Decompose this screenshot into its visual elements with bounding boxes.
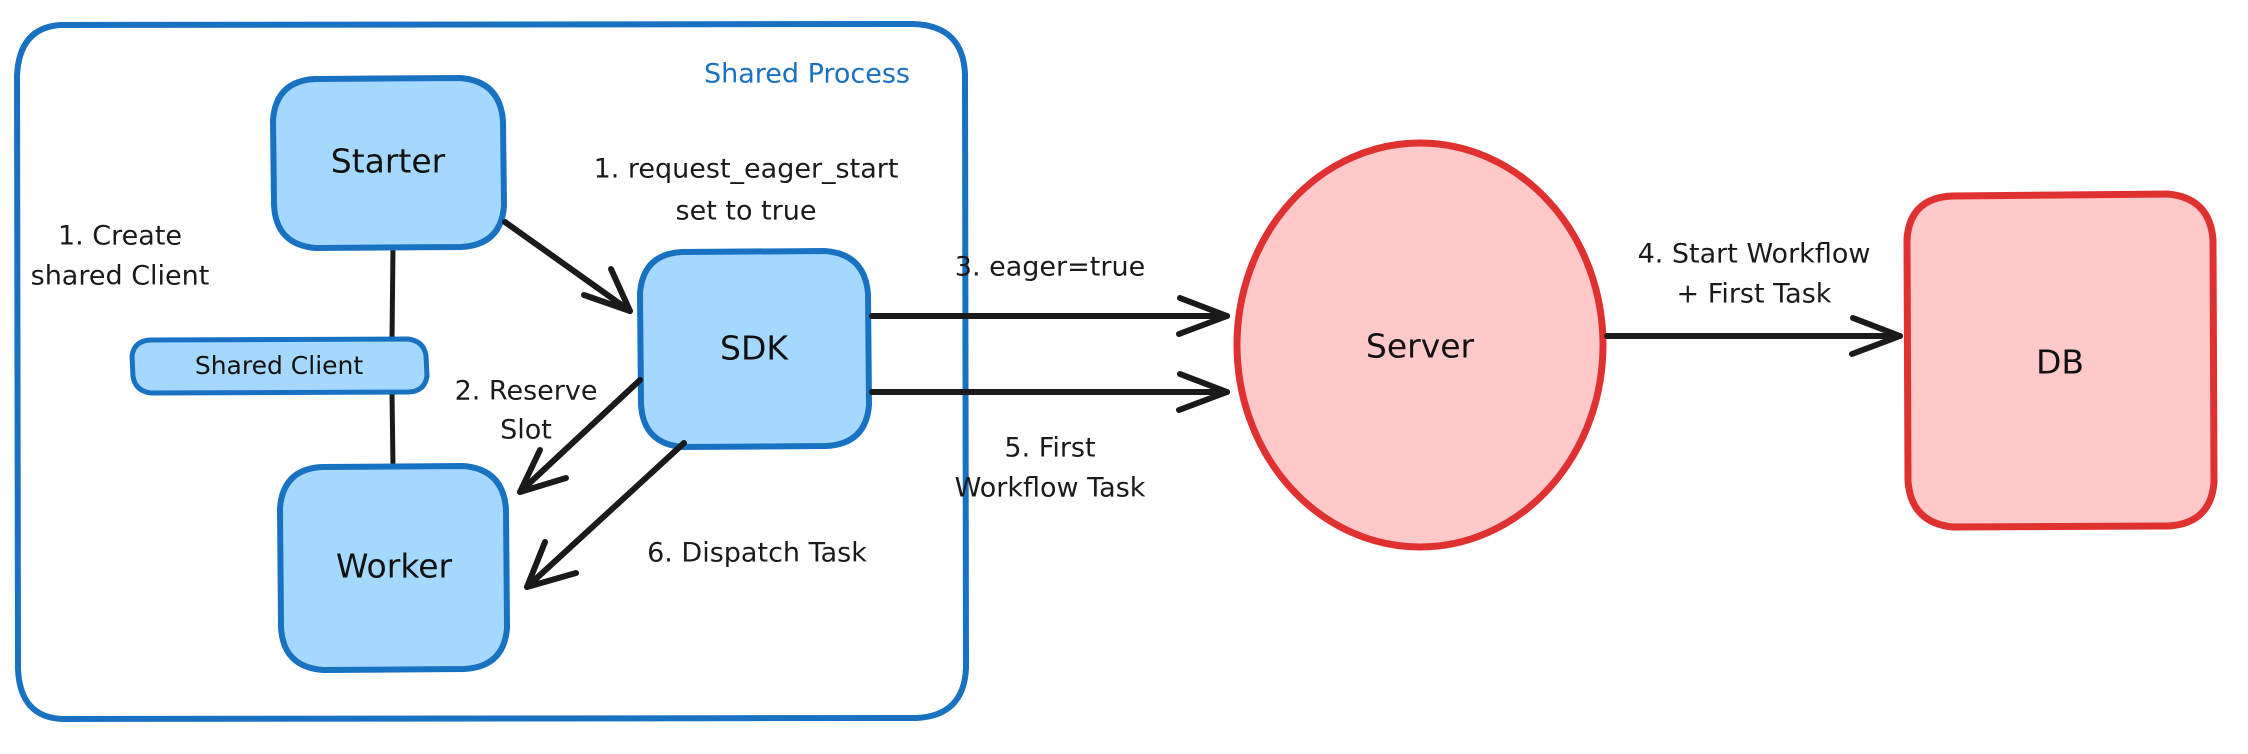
arrow-server-to-db-head (1849, 315, 1903, 357)
node-db[interactable]: DB (1903, 190, 2218, 531)
shared-client-to-worker-line (389, 389, 396, 471)
db-label: DB (2036, 343, 2084, 382)
arrow-starter-to-sdk-line (502, 219, 633, 314)
arrow-starter-to-sdk-head (581, 266, 633, 314)
arrow-first-task-head (1176, 371, 1230, 413)
node-sdk[interactable]: SDK (637, 248, 872, 450)
server-shape (1233, 139, 1607, 551)
worker-shape (277, 463, 510, 673)
starter-to-shared-client-line (389, 244, 396, 343)
arrow-starter-to-sdk (502, 219, 633, 314)
client-connector-lines (389, 244, 396, 471)
edge-label-start-workflow-first-task: 4. Start Workflow + First Task (1638, 239, 1871, 310)
arrow-dispatch-task-line (524, 440, 687, 590)
arrow-sdk-to-worker-dispatch (524, 440, 687, 590)
node-shared-client[interactable]: Shared Client (129, 336, 430, 396)
starter-shape (270, 75, 507, 251)
edge-label-reserve-slot-line2: Slot (500, 415, 552, 446)
edge-label-first-workflow-task: 5. First Workflow Task (955, 433, 1146, 504)
edge-label-dispatch-task-line1: 6. Dispatch Task (647, 538, 867, 569)
server-label: Server (1366, 327, 1475, 366)
edge-label-create-shared-client: 1. Create shared Client (31, 221, 210, 292)
arrow-reserve-slot-line (517, 377, 643, 495)
shared-process-border (14, 21, 969, 722)
edge-label-eager-true: 3. eager=true (955, 252, 1145, 283)
edge-label-eager-true-line1: 3. eager=true (955, 252, 1145, 283)
shared-client-label: Shared Client (195, 351, 364, 380)
shared-client-shape (129, 336, 430, 396)
edge-label-reserve-slot-line1: 2. Reserve (455, 376, 598, 407)
edge-label-dispatch-task: 6. Dispatch Task (647, 538, 867, 569)
arrow-server-to-db (1604, 315, 1903, 357)
sdk-shape (637, 248, 872, 450)
shared-process-container: Shared Process (14, 21, 969, 722)
node-server[interactable]: Server (1233, 139, 1607, 551)
node-starter[interactable]: Starter (270, 75, 507, 251)
arrow-reserve-slot-head (517, 447, 569, 495)
arrow-sdk-to-server-eager (869, 295, 1230, 337)
edge-label-reserve-slot: 2. Reserve Slot (455, 376, 598, 446)
arrow-sdk-to-worker-reserve (517, 377, 643, 495)
db-shape (1903, 190, 2218, 531)
edge-label-request-eager-start-line1: 1. request_eager_start (594, 154, 899, 185)
edge-label-create-shared-client-line2: shared Client (31, 261, 210, 292)
edge-label-first-workflow-task-line1: 5. First (1004, 433, 1095, 464)
edge-label-start-workflow-first-task-line1: 4. Start Workflow (1638, 239, 1871, 270)
edge-label-request-eager-start: 1. request_eager_start set to true (594, 154, 899, 227)
arrow-eager-head (1176, 295, 1230, 337)
arrow-sdk-to-server-first-task (869, 371, 1230, 413)
shared-process-title: Shared Process (704, 59, 910, 90)
edge-label-start-workflow-first-task-line2: + First Task (1677, 279, 1832, 310)
node-worker[interactable]: Worker (277, 463, 510, 673)
edge-label-first-workflow-task-line2: Workflow Task (955, 473, 1146, 504)
edge-label-request-eager-start-line2: set to true (676, 196, 817, 227)
sdk-label: SDK (720, 329, 789, 368)
arrow-dispatch-task-head (524, 539, 579, 590)
worker-label: Worker (336, 547, 453, 586)
edge-label-create-shared-client-line1: 1. Create (58, 221, 182, 252)
starter-label: Starter (331, 142, 446, 181)
